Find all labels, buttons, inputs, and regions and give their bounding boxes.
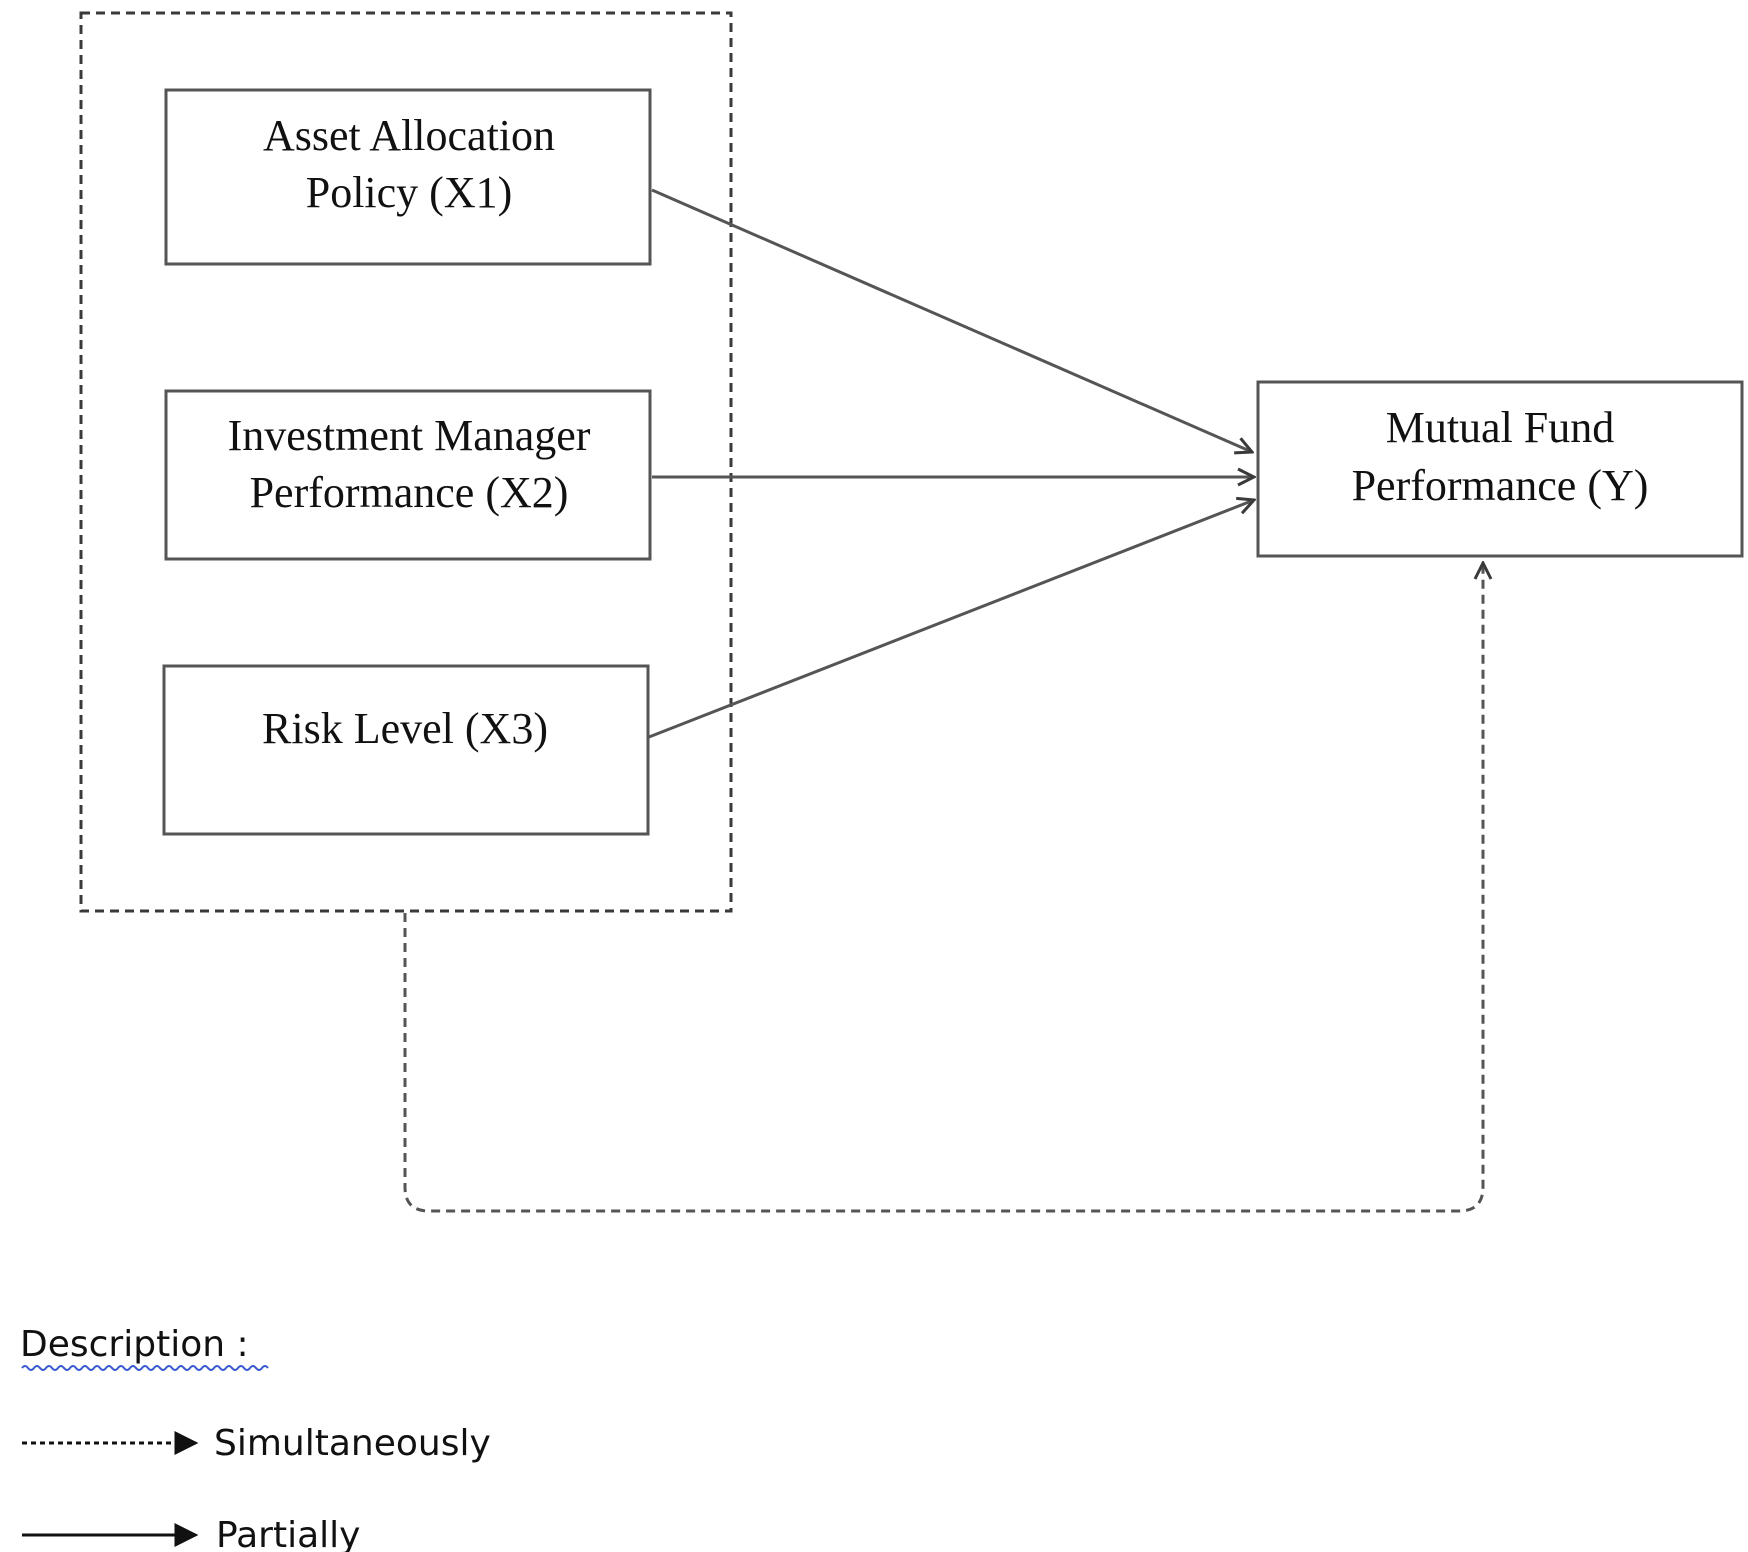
arrow-group-to-y-simultaneous bbox=[403, 563, 1483, 1213]
legend: Description : Simultaneously Partially bbox=[20, 1324, 491, 1552]
node-x3-label-line1: Risk Level (X3) bbox=[262, 704, 548, 753]
node-y-label-line1: Mutual Fund bbox=[1386, 403, 1615, 452]
node-x1-label-line2: Policy (X1) bbox=[306, 168, 513, 217]
node-y-label-line2: Performance (Y) bbox=[1352, 461, 1649, 510]
node-x2-label-line1: Investment Manager bbox=[228, 411, 591, 460]
legend-simultaneous-label: Simultaneously bbox=[214, 1423, 491, 1464]
arrow-x1-to-y bbox=[651, 188, 1252, 452]
arrow-x3-to-y bbox=[648, 500, 1254, 739]
legend-partial-label: Partially bbox=[216, 1515, 360, 1552]
legend-title-spellcheck-underline bbox=[21, 1365, 269, 1371]
independent-variables-group bbox=[79, 11, 733, 913]
node-x2: Investment Manager Performance (X2) bbox=[164, 389, 652, 561]
legend-title: Description : bbox=[20, 1324, 249, 1365]
node-x1: Asset Allocation Policy (X1) bbox=[164, 88, 652, 266]
node-x3: Risk Level (X3) bbox=[162, 664, 650, 836]
node-y: Mutual Fund Performance (Y) bbox=[1256, 380, 1744, 558]
node-x1-label-line1: Asset Allocation bbox=[263, 111, 555, 160]
node-x2-label-line2: Performance (X2) bbox=[250, 468, 569, 517]
